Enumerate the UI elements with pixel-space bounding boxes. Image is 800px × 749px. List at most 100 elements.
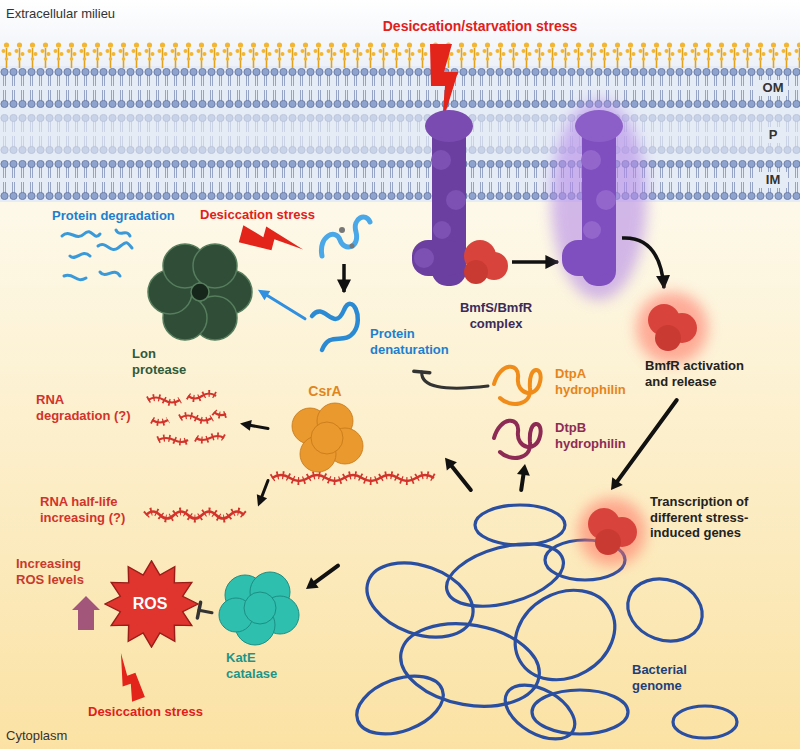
process-label: Protein degradation: [52, 208, 192, 224]
csra-protein: [311, 422, 343, 454]
connector-line: [451, 466, 471, 490]
connector: [445, 458, 471, 490]
peptide-fragments: [98, 243, 132, 250]
bmfs-protein: [412, 240, 464, 276]
node-label: BmfS/BmfR complex: [455, 300, 537, 331]
genome-dna: [499, 573, 631, 698]
genome-group: Bacterial genomeTranscription of differe…: [338, 490, 796, 742]
node-label: KatE catalase: [226, 650, 298, 681]
bmfs-protein-active: [562, 240, 614, 276]
kate-protein: [244, 592, 276, 624]
inhibition-bar: [414, 371, 430, 372]
connector-line: [267, 295, 305, 319]
stress-label: Desiccation/starvation stress: [360, 18, 600, 35]
stable-rna: [146, 512, 244, 519]
node-label: BmfR activation and release: [645, 358, 765, 389]
membrane-label: IM: [758, 172, 788, 188]
periplasm-layer: [0, 114, 800, 154]
lps-layer: [0, 40, 800, 68]
connector-line: [262, 480, 268, 497]
release-group: BmfR activation and release: [638, 292, 793, 400]
arrow-head: [517, 464, 530, 476]
hydrophilin-group: DtpA hydrophilin: [488, 360, 636, 412]
connector-line: [521, 474, 523, 490]
connector: [258, 290, 305, 319]
bmfs-protein: [433, 221, 451, 239]
node-label: DtpA hydrophilin: [555, 366, 633, 397]
protease-group: Lon protease: [128, 238, 258, 386]
node-label: ROS: [104, 594, 196, 613]
bmfs-protein: [414, 248, 434, 268]
arrow-head: [306, 577, 319, 589]
complex-group: BmfS/BmfR complex: [408, 108, 540, 342]
stress-bolt: [112, 650, 145, 703]
cytoplasm-ground: [0, 200, 800, 749]
rna-fragments: [148, 394, 226, 443]
arrow-head: [257, 494, 267, 506]
outer-membrane: [0, 68, 800, 108]
ros-star: ROS: [104, 560, 199, 648]
peptide-fragments: [116, 230, 130, 236]
connector-line: [422, 372, 488, 388]
node-label: DtpB hydrophilin: [555, 420, 633, 451]
connector: [517, 464, 530, 490]
bmfs-protein: [425, 110, 473, 142]
arrow-head: [240, 420, 252, 431]
bmfr-bound: [595, 529, 621, 555]
native-protein: [321, 217, 370, 256]
peptide-fragments: [62, 232, 100, 237]
node-label: Transcription of different stress-induce…: [650, 494, 776, 541]
rna-fragments: [148, 394, 226, 443]
star-outline: [105, 561, 198, 647]
kate-protein: [219, 572, 299, 645]
stress-bolt: [239, 221, 307, 259]
envelope-band: [0, 66, 800, 202]
region-label: Extracellular milieu: [6, 6, 206, 22]
bmfs-protein-active: [581, 150, 601, 170]
membrane-label: P: [762, 127, 784, 143]
rna-outcome-group: RNA degradation (?): [32, 385, 240, 447]
inner-membrane: [0, 160, 800, 200]
rna-strand: [272, 475, 434, 481]
connector: [240, 420, 268, 431]
node-label: Lon protease: [132, 346, 196, 377]
lon-hexamer: [148, 244, 252, 340]
genome-dna: [619, 569, 711, 651]
node-label: RNA half-life increasing (?): [40, 494, 140, 525]
bmfs-protein-active: [583, 221, 601, 239]
csra-protein: [292, 403, 363, 472]
bmfs-protein-active: [562, 110, 623, 286]
peptide-fragments: [70, 253, 90, 257]
bmfs-protein-active: [596, 190, 616, 210]
connector-line: [617, 400, 677, 482]
csra-group: CsrA: [268, 380, 445, 488]
bmfr-protein: [464, 240, 508, 284]
process-label: Increasing ROS levels: [16, 556, 104, 587]
bmfr-glow: [636, 292, 708, 364]
denatured-protein: [312, 304, 358, 350]
transcription-group: Transcription of different stress-induce…: [565, 490, 795, 572]
stable-rna: [146, 512, 244, 519]
lon-hexamer: [191, 283, 209, 301]
bmfs-protein: [431, 150, 451, 170]
bmfr-protein-released: [648, 304, 697, 351]
activation-arrow: [512, 260, 558, 264]
periplasm-layer: [0, 114, 800, 154]
dtpb-protein: [494, 421, 541, 458]
outer-membrane: [0, 68, 800, 108]
bmfs-protein: [412, 110, 473, 286]
denaturation-arrow: [342, 264, 346, 292]
stable-rna: [146, 512, 244, 519]
genome-dna: [475, 505, 565, 545]
rna-fragments: [148, 394, 226, 443]
genome-dna: [349, 665, 451, 745]
lps-layer: [0, 40, 800, 68]
bmfs-protein-active: [575, 110, 623, 142]
release-arrow: [622, 238, 664, 288]
increase-arrow: [72, 596, 100, 630]
stress-label: Desiccation stress: [88, 704, 218, 720]
activation-glow: [551, 100, 647, 300]
bmfr-bound: [588, 508, 637, 555]
node-label: RNA degradation (?): [36, 392, 136, 423]
